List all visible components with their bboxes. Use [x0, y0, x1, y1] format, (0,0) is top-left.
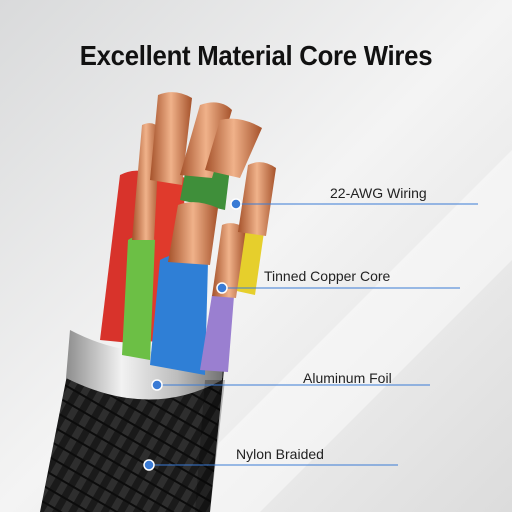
- blue-wire: [150, 254, 208, 375]
- copper-strands: [132, 92, 276, 298]
- background-stripe: [150, 150, 512, 512]
- callout-nylon-braided: Nylon Braided: [236, 446, 324, 462]
- callout-aluminum-foil: Aluminum Foil: [303, 370, 392, 386]
- callout-22awg-wiring: 22-AWG Wiring: [330, 185, 427, 201]
- page-title: Excellent Material Core Wires: [79, 40, 433, 71]
- green-wire: [122, 236, 155, 360]
- wire-bundle: [100, 163, 264, 375]
- purple-wire: [200, 292, 234, 372]
- callout-tinned-copper-core: Tinned Copper Core: [264, 268, 391, 284]
- nylon-braid-jacket: [40, 360, 225, 512]
